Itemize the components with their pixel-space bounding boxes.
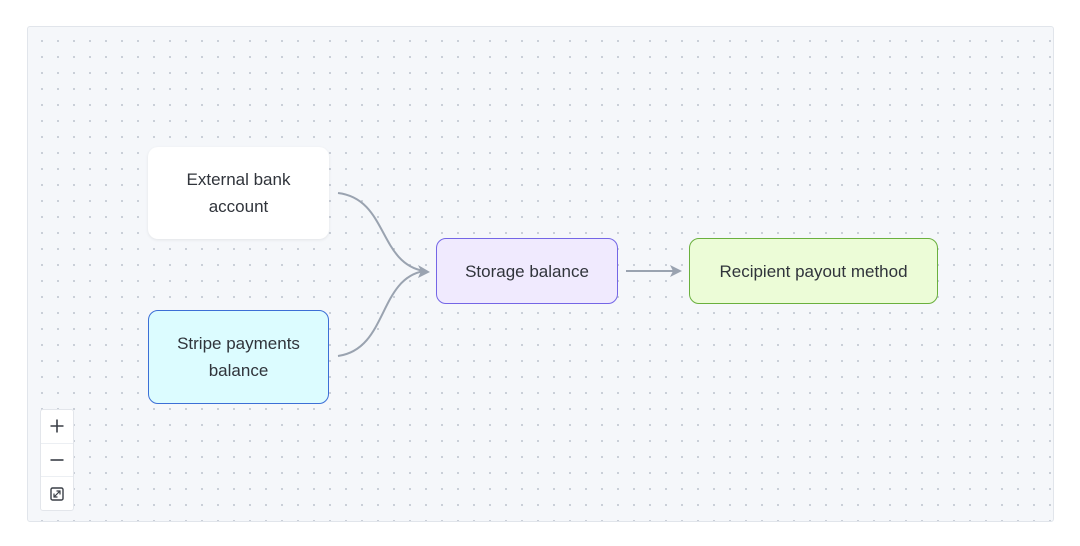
zoom-controls xyxy=(40,409,74,511)
node-label-line: Stripe payments xyxy=(177,334,300,353)
node-label-line: account xyxy=(208,197,269,216)
arrowhead-storage-to-recipient xyxy=(670,265,682,277)
plus-icon xyxy=(50,419,64,433)
node-recipient-payout-method[interactable]: Recipient payout method xyxy=(689,238,938,304)
node-label-line: balance xyxy=(208,361,269,380)
node-label-line: External bank xyxy=(186,170,291,189)
node-stripe-payments-balance[interactable]: Stripe payments balance xyxy=(148,310,329,404)
flow-canvas[interactable]: External bank account Stripe payments ba… xyxy=(27,26,1054,522)
fit-view-button[interactable] xyxy=(41,477,73,510)
minus-icon xyxy=(50,459,64,461)
edge-external-to-storage xyxy=(337,192,425,272)
node-external-bank-account[interactable]: External bank account xyxy=(148,147,329,239)
node-label-line: Recipient payout method xyxy=(719,261,908,281)
fit-view-icon xyxy=(50,486,64,501)
zoom-out-button[interactable] xyxy=(41,444,73,478)
node-storage-balance[interactable]: Storage balance xyxy=(436,238,618,304)
edge-stripe-to-storage xyxy=(337,270,425,357)
zoom-in-button[interactable] xyxy=(41,410,73,444)
node-label-line: Storage balance xyxy=(465,261,589,281)
edge-layer xyxy=(337,192,682,357)
